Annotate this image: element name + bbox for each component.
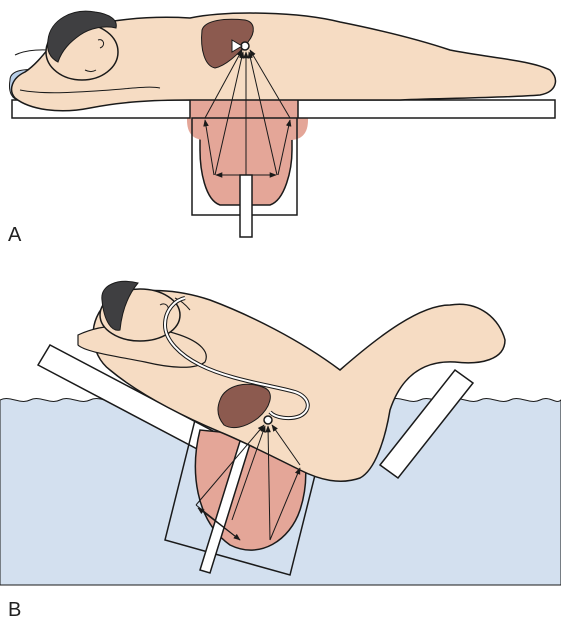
panel-b-water-immersion-position — [0, 281, 561, 585]
panel-a-prone-position — [9, 11, 555, 237]
panel-a-table-right — [298, 100, 555, 118]
panel-a-label: A — [8, 225, 21, 245]
panel-b-label: B — [8, 600, 21, 620]
panel-a-shaft — [240, 175, 252, 237]
panel-b-stone-target — [264, 416, 272, 424]
